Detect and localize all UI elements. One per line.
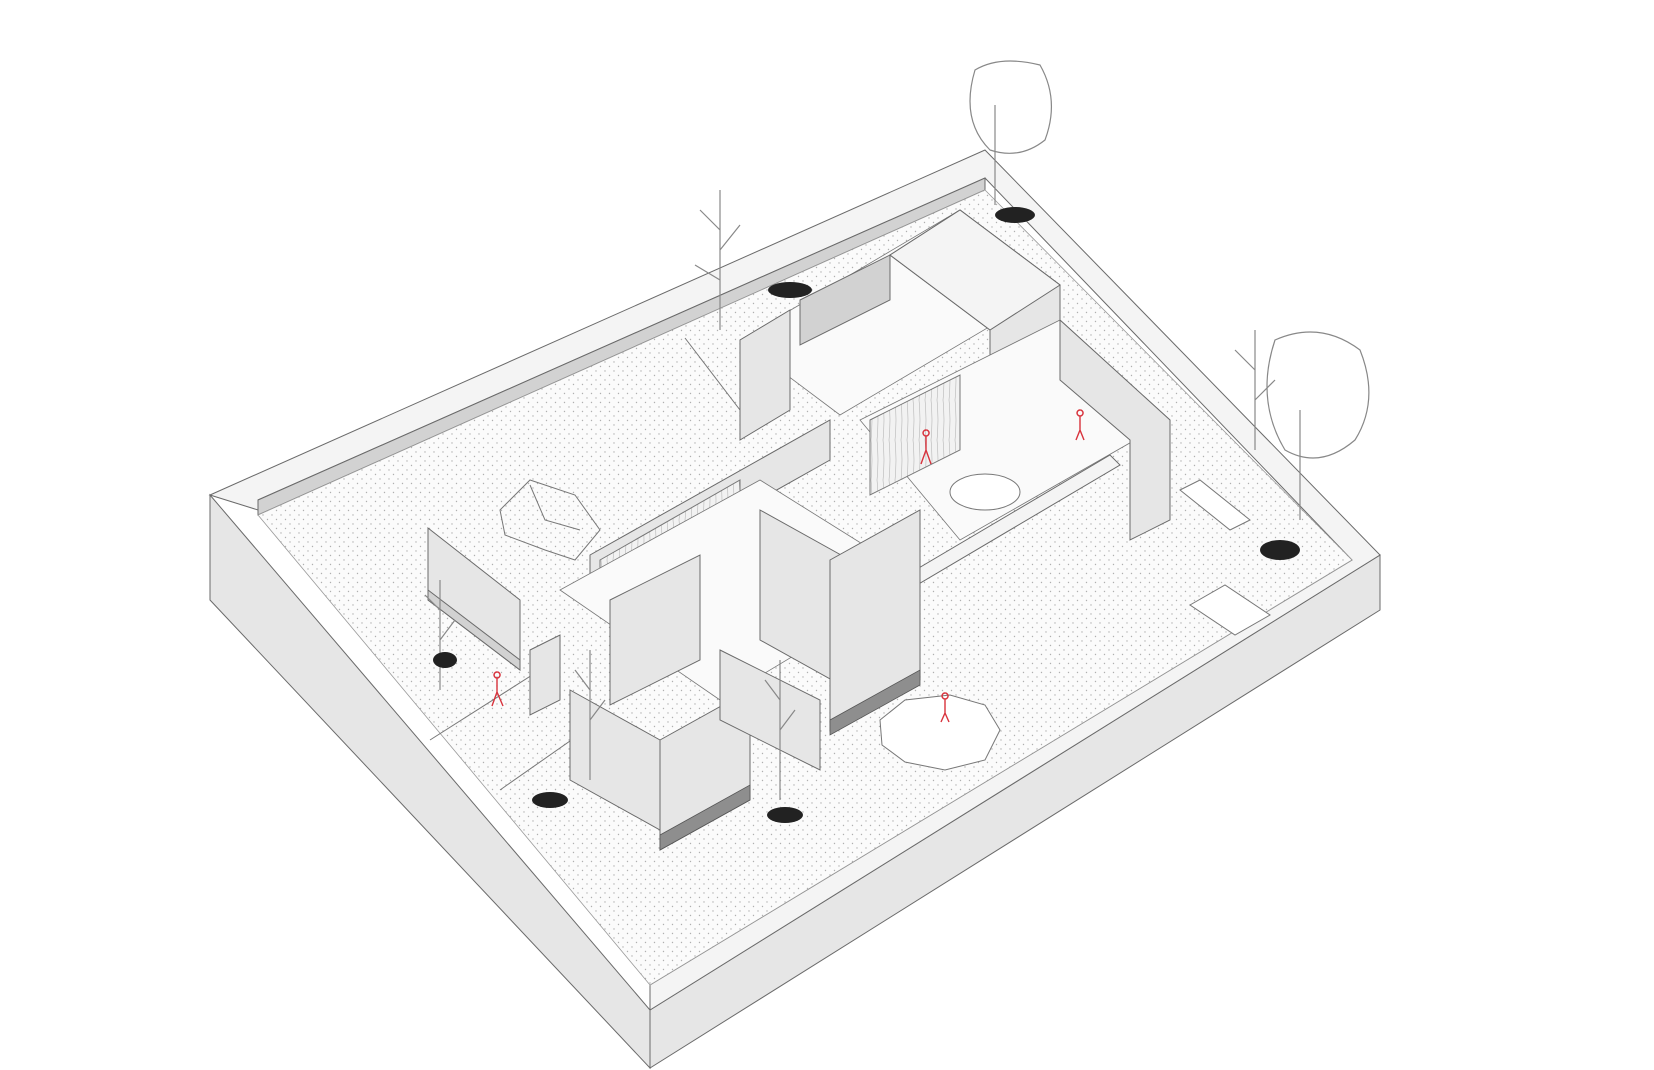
people [491,409,1085,723]
plant [433,652,457,668]
wood-panel [869,374,961,496]
trees [424,60,1370,800]
person [920,429,932,465]
tree-canopy [969,60,1053,154]
plinth [829,669,921,736]
person [1075,409,1085,441]
person [491,671,504,707]
plant [1260,540,1300,560]
sapling [1234,330,1276,450]
car-outline [499,479,601,561]
plants [433,207,1300,823]
sapling [694,190,741,330]
plant [532,792,568,808]
ping-pong-table [1189,584,1271,636]
perimeter-wall [208,149,1381,1070]
plant [767,807,803,823]
sapling [764,660,796,800]
room-wall [609,554,701,706]
plinth [659,784,751,851]
person [940,692,950,723]
living-wall [1059,318,1171,541]
car [499,479,601,561]
house [427,209,1171,851]
plant [768,282,812,298]
bedroom-block-top [889,209,1061,331]
path-edge [429,669,541,741]
kitchen-wall [739,309,791,441]
bath-wall [719,649,821,771]
sapling [424,580,456,690]
driveway-edge [684,337,741,411]
tree-canopy [1266,331,1370,459]
garage-plinth [427,588,521,672]
car-windshield [529,484,581,531]
entry-wall [529,634,561,716]
kitchen-cabinets [799,254,891,346]
plant [995,207,1035,223]
pool [879,694,1001,771]
sapling [574,650,606,780]
dining-table [949,473,1021,511]
bench [1179,479,1251,531]
